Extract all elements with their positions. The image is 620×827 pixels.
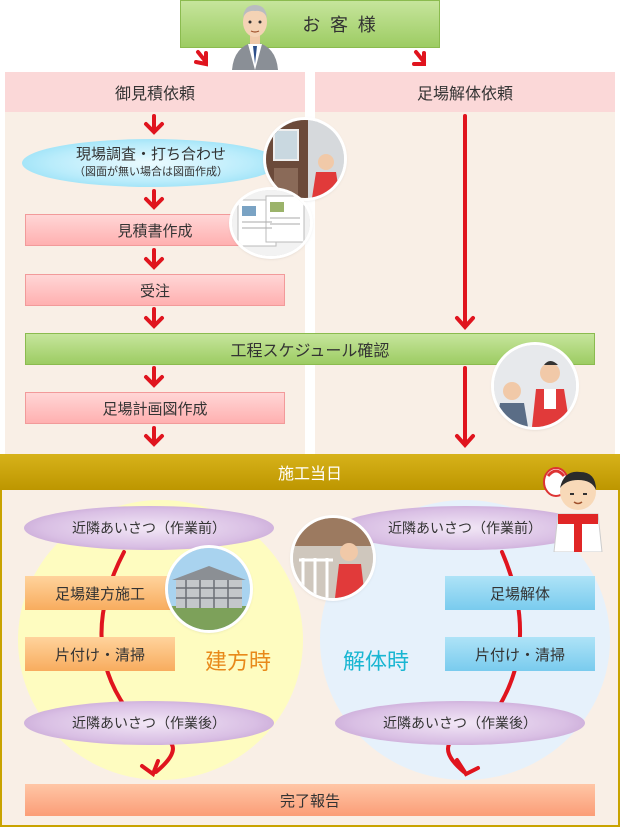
completion-report-step: 完了報告 xyxy=(25,784,595,816)
customer-box: お 客 様 xyxy=(180,0,440,48)
schedule-step: 工程スケジュール確認 xyxy=(25,333,595,365)
customer-label: お 客 様 xyxy=(302,15,378,36)
plan-step: 足場計画図作成 xyxy=(25,392,285,424)
dismantle-cleanup-step: 片付け・清掃 xyxy=(445,637,595,671)
worker-mascot-icon xyxy=(543,467,603,552)
neighbor-greeting-photo xyxy=(293,518,373,598)
order-step: 受注 xyxy=(25,274,285,306)
dismantle-phase-label: 解体時 xyxy=(343,650,410,675)
survey-line1: 現場調査・打ち合わせ xyxy=(75,145,226,163)
survey-line2: （図面が無い場合は図面作成） xyxy=(74,165,228,178)
build-cleanup-step: 片付け・清掃 xyxy=(25,637,175,671)
meeting-photo xyxy=(494,345,576,427)
right-header: 足場解体依頼 xyxy=(315,72,615,112)
dismantle-greet-before: 近隣あいさつ（作業前） xyxy=(340,506,590,550)
flow-arrows-upper xyxy=(144,50,475,449)
site-survey-photo xyxy=(266,120,344,198)
customer-icon xyxy=(232,5,278,70)
estimate-docs-photo xyxy=(232,190,310,256)
survey-step: 現場調査・打ち合わせ （図面が無い場合は図面作成） xyxy=(22,139,280,187)
scaffold-building-photo xyxy=(168,548,250,630)
construction-day-header: 施工当日 xyxy=(0,454,620,490)
build-construct-step: 足場建方施工 xyxy=(25,576,175,610)
left-header: 御見積依頼 xyxy=(5,72,305,112)
build-greet-before: 近隣あいさつ（作業前） xyxy=(24,506,274,550)
dismantle-step: 足場解体 xyxy=(445,576,595,610)
build-greet-after: 近隣あいさつ（作業後） xyxy=(24,701,274,745)
build-phase-label: 建方時 xyxy=(205,650,272,675)
dismantle-greet-after: 近隣あいさつ（作業後） xyxy=(335,701,585,745)
